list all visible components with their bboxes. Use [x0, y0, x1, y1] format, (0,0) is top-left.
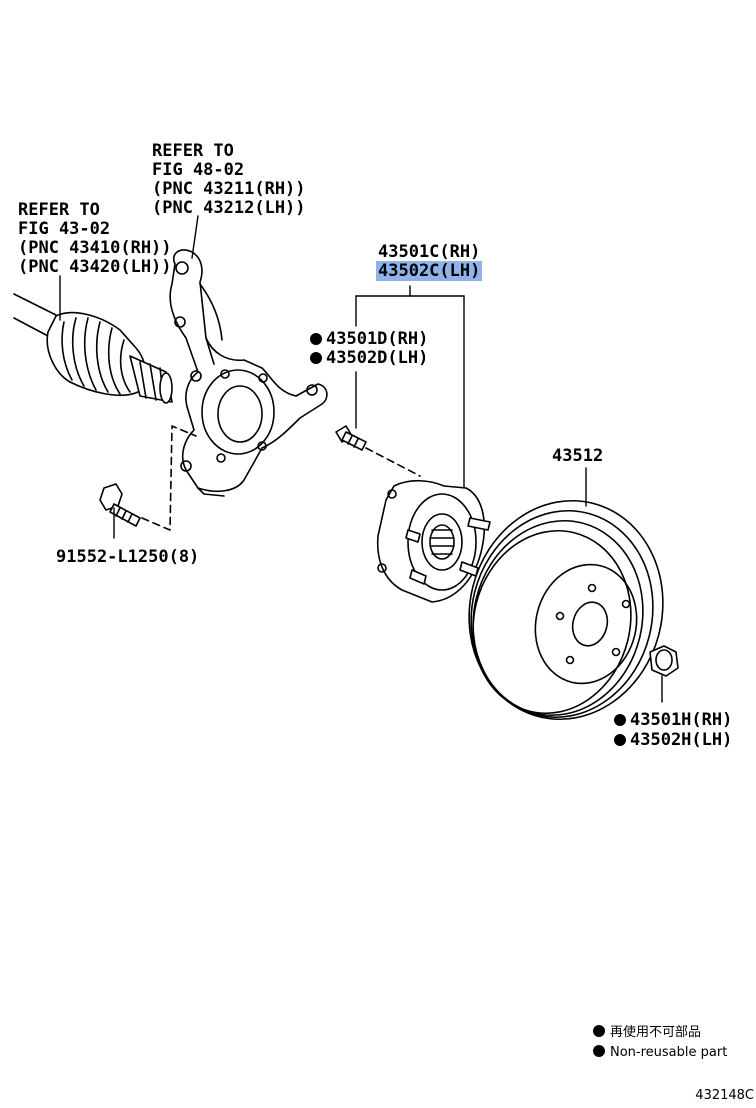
- legend-english: Non-reusable part: [593, 1044, 727, 1062]
- knuckle-bolt-part[interactable]: 91552-L1250(8): [56, 547, 200, 567]
- steering-knuckle-illustration: [169, 249, 328, 497]
- hub-assembly-illustration: [376, 479, 491, 603]
- legend-japanese: 再使用不可部品: [593, 1024, 701, 1042]
- hub-bolt-illustration: [335, 425, 367, 451]
- knuckle-ref-line-1: REFER TO: [152, 141, 234, 161]
- non-reusable-marker-hub-bolt-lh: [310, 352, 322, 364]
- driveshaft-ref-line-1: REFER TO: [18, 200, 100, 220]
- hub-assembly-part-lh-highlight[interactable]: 43502C(LH): [376, 261, 483, 281]
- disc-part[interactable]: 43512: [552, 446, 604, 466]
- filled-circle-icon: [593, 1045, 605, 1057]
- knuckle-ref-line-3: (PNC 43211(RH)): [152, 179, 306, 199]
- legend-japanese-text: 再使用不可部品: [610, 1025, 702, 1040]
- filled-circle-icon: [593, 1025, 605, 1037]
- brake-disc-illustration: [468, 499, 664, 721]
- figure-id: 432148C: [695, 1088, 754, 1103]
- drive-shaft-illustration: [13, 293, 173, 404]
- hub-nut-part-lh[interactable]: 43502H(LH): [630, 730, 733, 750]
- driveshaft-ref-line-2: FIG 43-02: [18, 219, 111, 239]
- non-reusable-marker-hub-nut-lh: [614, 734, 626, 746]
- hub-assembly-part-rh[interactable]: 43501C(RH): [378, 242, 481, 262]
- knuckle-ref-line-4: (PNC 43212(LH)): [152, 198, 306, 218]
- knuckle-bolt-illustration: [99, 483, 141, 527]
- hub-nut-illustration: [649, 645, 679, 677]
- driveshaft-ref-line-4: (PNC 43420(LH)): [18, 257, 172, 277]
- knuckle-ref-line-2: FIG 48-02: [152, 160, 245, 180]
- non-reusable-marker-hub-bolt-rh: [310, 333, 322, 345]
- hub-assembly-part-lh[interactable]: 43502C(LH): [376, 261, 483, 281]
- legend-english-text: Non-reusable part: [610, 1045, 728, 1060]
- hub-bolt-part-lh[interactable]: 43502D(LH): [326, 348, 429, 368]
- non-reusable-marker-hub-nut-rh: [614, 714, 626, 726]
- driveshaft-ref-line-3: (PNC 43410(RH)): [18, 238, 172, 258]
- hub-nut-part-rh[interactable]: 43501H(RH): [630, 710, 733, 730]
- hub-bolt-part-rh[interactable]: 43501D(RH): [326, 329, 429, 349]
